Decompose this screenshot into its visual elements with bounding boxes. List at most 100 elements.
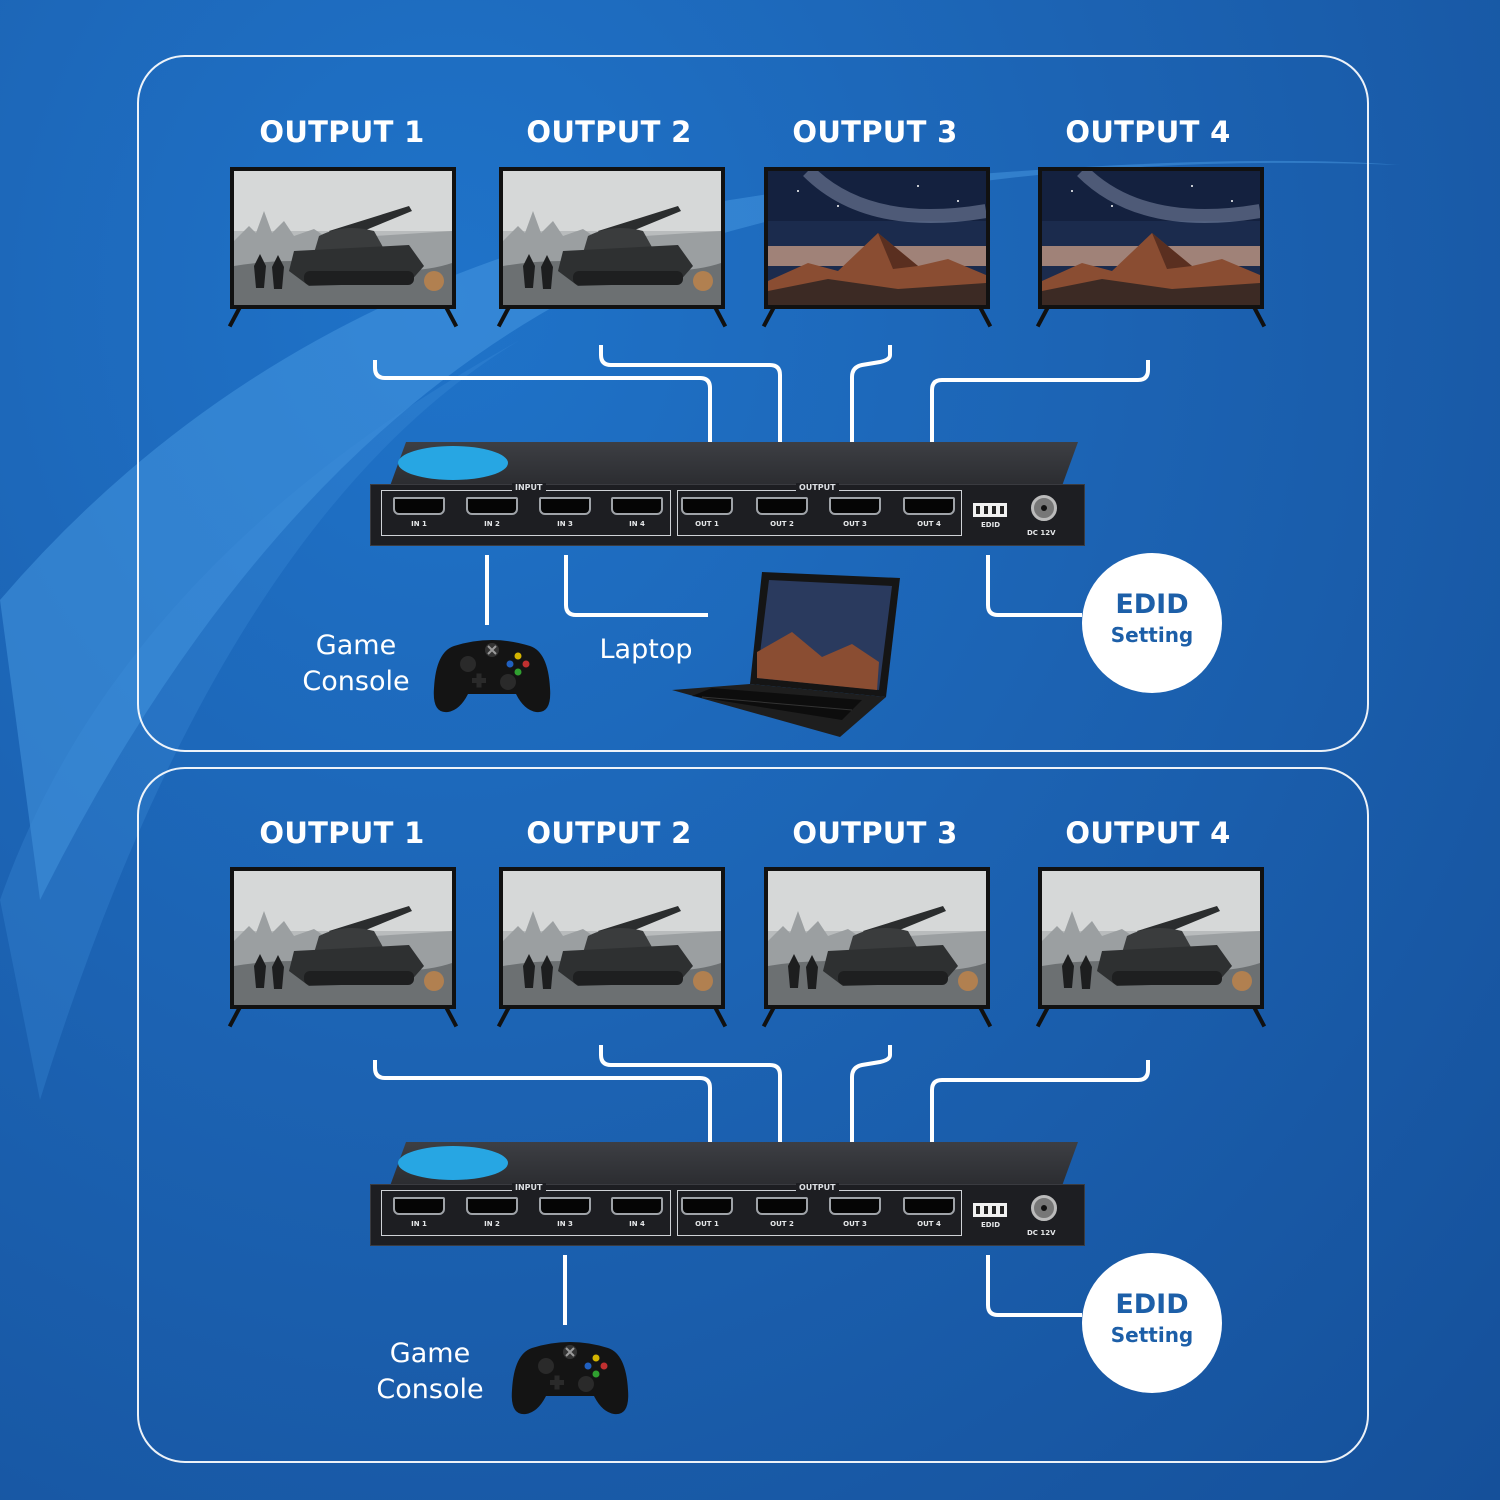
output-port-label: OUT 1: [695, 520, 719, 528]
tank-scene-image: [768, 871, 986, 1005]
output-label: OUTPUT 4: [1065, 816, 1231, 850]
output-port-label: OUT 3: [843, 1220, 867, 1228]
output-port-group: OUTPUT: [677, 483, 962, 536]
input-port-label: IN 1: [411, 520, 427, 528]
hdmi-output-port: [756, 497, 808, 515]
hdmi-output-port: [829, 497, 881, 515]
output-port-label: OUT 4: [917, 520, 941, 528]
dip-switch-lever: [1000, 1206, 1004, 1214]
scenario-panel-1: [137, 55, 1369, 752]
input-port-label: IN 4: [629, 520, 645, 528]
game-controller: [510, 1330, 630, 1424]
connection-line: [986, 555, 1082, 617]
laptop-icon: [672, 572, 900, 737]
output-port-label: OUT 3: [843, 520, 867, 528]
hdmi-input-port: [393, 497, 445, 515]
power-label: DC 12V: [1027, 529, 1056, 537]
input-port-label: IN 3: [557, 520, 573, 528]
edid-switch-label: EDID: [981, 1221, 1001, 1229]
tv-screen: [768, 871, 986, 1005]
output-label: OUTPUT 2: [526, 115, 692, 149]
output-port-label: OUT 2: [770, 520, 794, 528]
tank-scene-image: [234, 171, 452, 305]
power-label: DC 12V: [1027, 1229, 1056, 1237]
output-port-group: OUTPUT: [677, 1183, 962, 1236]
input-port-label: IN 3: [557, 1220, 573, 1228]
output-label: OUTPUT 2: [526, 816, 692, 850]
tank-scene-image: [234, 871, 452, 1005]
connection-line: [986, 1255, 1082, 1317]
connection-line: [373, 360, 712, 482]
output-label: OUTPUT 3: [792, 816, 958, 850]
tank-scene-image: [503, 171, 721, 305]
connection-line: [564, 555, 708, 617]
brand-logo: [398, 446, 508, 480]
hdmi-output-port: [681, 497, 733, 515]
edid-title: EDID: [1115, 1289, 1189, 1320]
hdmi-input-port: [466, 1197, 518, 1215]
hdmi-input-port: [611, 1197, 663, 1215]
output-port-label: OUT 4: [917, 1220, 941, 1228]
hdmi-input-port: [539, 1197, 591, 1215]
dip-switch-lever: [992, 506, 996, 514]
hdmi-input-port: [539, 497, 591, 515]
output-group-title: OUTPUT: [796, 1183, 839, 1192]
hdmi-input-port: [611, 497, 663, 515]
output-label: OUTPUT 4: [1065, 115, 1231, 149]
tv-screen: [234, 171, 452, 305]
tank-scene-image: [1042, 871, 1260, 1005]
tv-screen: [1042, 871, 1260, 1005]
connection-line: [850, 345, 892, 482]
dip-switch-lever: [976, 506, 980, 514]
hdmi-output-port: [681, 1197, 733, 1215]
dip-switch-icon: [973, 1203, 1007, 1217]
game-controller-icon: [511, 1342, 629, 1415]
output-port-label: OUT 2: [770, 1220, 794, 1228]
tv-display: [761, 167, 993, 328]
hdmi-output-port: [756, 1197, 808, 1215]
connection-line: [850, 1045, 892, 1182]
edid-subtitle: Setting: [1110, 1323, 1194, 1347]
connection-line: [930, 1060, 1150, 1182]
input-port-group: INPUT: [381, 483, 671, 536]
tv-screen: [503, 171, 721, 305]
tv-screen: [768, 171, 986, 305]
edid-title: EDID: [1115, 589, 1189, 620]
connection-line: [599, 345, 782, 482]
hdmi-output-port: [829, 1197, 881, 1215]
dip-switch-lever: [984, 506, 988, 514]
tv-display: [761, 867, 993, 1028]
dip-switch-lever: [992, 1206, 996, 1214]
input-group-title: INPUT: [512, 483, 546, 492]
edid-switch-label: EDID: [981, 521, 1001, 529]
output-group-title: OUTPUT: [796, 483, 839, 492]
hdmi-output-port: [903, 497, 955, 515]
scenario-panel-2: [137, 767, 1369, 1463]
dip-switch-icon: [973, 503, 1007, 517]
tv-display: [227, 867, 459, 1028]
mountain-scene-image: [1042, 171, 1260, 305]
tv-display: [227, 167, 459, 328]
hdmi-input-port: [466, 497, 518, 515]
output-label: OUTPUT 1: [259, 816, 425, 850]
game-controller-icon: [433, 640, 551, 713]
hdmi-output-port: [903, 1197, 955, 1215]
game-console-label: Game Console: [302, 630, 410, 697]
tv-display: [496, 867, 728, 1028]
power-jack-icon: [1031, 1195, 1057, 1221]
tv-display: [1035, 167, 1267, 328]
power-jack-icon: [1031, 495, 1057, 521]
tv-screen: [234, 871, 452, 1005]
connection-line: [599, 1045, 782, 1182]
tv-display: [496, 167, 728, 328]
dip-switch-lever: [1000, 506, 1004, 514]
tv-display: [1035, 867, 1267, 1028]
connection-line: [930, 360, 1150, 482]
edid-setting-badge: EDID Setting: [1082, 1253, 1222, 1393]
